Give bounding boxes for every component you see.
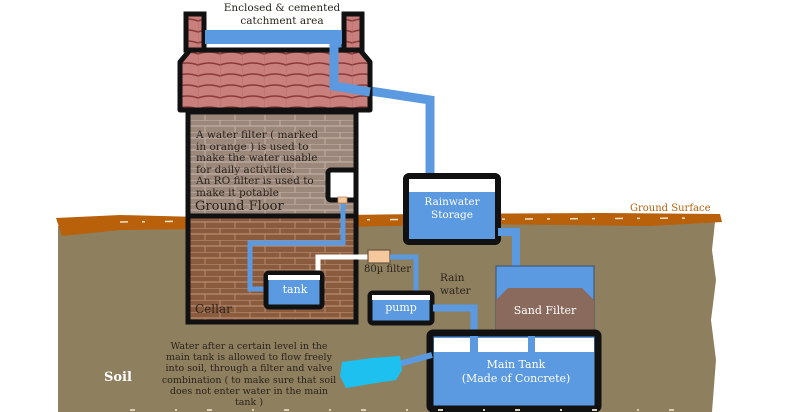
rain-water-label: Rain water (440, 272, 471, 297)
main-tank (426, 329, 602, 412)
ground-surface-label: Ground Surface (630, 203, 711, 214)
house-supply-pipe (247, 204, 346, 292)
80u-filter-label: 80µ filter (364, 264, 411, 275)
filtered-pipe (315, 254, 368, 272)
pump (367, 290, 435, 326)
pump-to-filter-pipe (390, 254, 419, 298)
pump-label: pump (385, 301, 417, 314)
roof (177, 47, 373, 113)
80u-filter (367, 249, 391, 264)
ro-filter-unit (325, 167, 359, 203)
main-tank-to-pump-pipe (433, 304, 478, 340)
house-tank (263, 270, 325, 310)
tank-label: tank (282, 283, 308, 296)
overflow-note: Water after a certain level in the main … (161, 341, 337, 409)
overflow-water (340, 356, 402, 388)
storage-to-sand-filter-pipe (498, 228, 520, 266)
rainwater-storage-label: Rainwater Storage (424, 196, 480, 221)
chimney-left (183, 11, 207, 53)
cellar-label: Cellar (195, 302, 232, 316)
water-filter (337, 196, 348, 204)
sand-filter-label: Sand Filter (513, 304, 577, 317)
rainwater-storage (403, 173, 501, 245)
filter-note: A water filter ( marked in orange ) is u… (196, 129, 319, 199)
ground-floor-label: Ground Floor (195, 199, 284, 214)
main-tank-label: Main Tank (Made of Concrete) (461, 358, 571, 385)
catchment-area-label: Enclosed & cemented catchment area (223, 2, 341, 27)
overflow-pipe (394, 352, 433, 368)
soil-label: Soil (104, 370, 132, 385)
